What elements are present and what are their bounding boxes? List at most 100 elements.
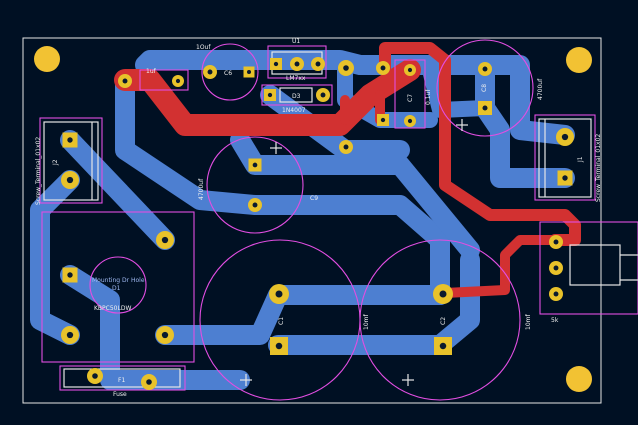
bottom-track <box>475 55 575 188</box>
u1-ref-label: U1 <box>292 38 300 45</box>
mounting-holes <box>34 46 592 392</box>
drill-hole <box>407 67 413 73</box>
j1-silk <box>538 118 592 198</box>
d1-ref-label: D1 <box>112 285 121 292</box>
c5-value-label: 0.1uf <box>425 89 432 105</box>
drill-hole <box>66 176 74 184</box>
drill-hole <box>294 61 300 67</box>
drill-hole <box>439 342 447 350</box>
j2-silk <box>43 121 99 201</box>
c6-value-label: 1uf <box>146 68 157 75</box>
drill-hole <box>343 144 349 150</box>
drill-hole <box>439 290 447 298</box>
c9-outline <box>206 136 304 234</box>
drill-hole <box>161 331 169 339</box>
j1-outline <box>534 114 596 201</box>
c2-ref-label: C2 <box>440 317 447 325</box>
drill-hole <box>320 92 326 98</box>
fab-layer <box>39 39 638 401</box>
d1-note-label: Mounting Dr Hole <box>92 277 145 284</box>
drill-hole <box>175 78 181 84</box>
c9-ref-label: C9 <box>310 195 318 202</box>
j2-value-label: Screw_Terminal_01x02 <box>35 137 42 205</box>
reference-labels: U1 LM7xx D3 1N4007 C6 1Ouf 1uf 0.1uf C7 … <box>35 38 602 398</box>
drill-hole <box>267 92 273 98</box>
drill-hole <box>161 236 169 244</box>
u1-outline <box>267 45 327 79</box>
c8-ref-label: C8 <box>481 84 488 92</box>
bottom-track <box>30 170 80 345</box>
top-track <box>379 42 581 246</box>
drill-hole <box>275 342 283 350</box>
drill-hole <box>122 78 128 84</box>
drill-hole <box>273 61 279 67</box>
drill-hole <box>67 272 73 278</box>
c5-outline <box>139 69 189 91</box>
c7-ref-label: C7 <box>407 94 414 102</box>
f1-ref-label: F1 <box>118 377 125 384</box>
d3-ref-label: D3 <box>292 93 301 100</box>
pot-outline <box>539 221 638 315</box>
drill-hole <box>92 373 98 379</box>
mounting-hole-icon <box>566 47 592 73</box>
c8-outline <box>436 39 534 137</box>
d3-outline <box>261 84 333 106</box>
drill-hole <box>146 379 152 385</box>
d1-mark <box>89 256 147 314</box>
c1-ref-label: C1 <box>278 317 285 325</box>
c9-value-label: 4700uf <box>198 178 205 200</box>
drill-hole <box>67 137 73 143</box>
f1-value-label: Fuse <box>113 391 127 398</box>
d3-value-label: 1N4007 <box>282 107 306 114</box>
d1-outline <box>41 211 195 363</box>
c8-value-label: 4700uf <box>537 78 544 100</box>
f1-silk <box>63 368 181 388</box>
c6-ref-label: C6 <box>224 70 232 77</box>
drill-hole <box>66 331 74 339</box>
drill-hole <box>343 65 349 71</box>
drill-hole <box>252 162 258 168</box>
f1-outline <box>59 365 186 391</box>
luf-value-label: 1Ouf <box>196 44 211 51</box>
pads <box>61 57 574 390</box>
drill-hole <box>207 69 213 75</box>
mounting-hole-icon <box>34 46 60 72</box>
drill-hole <box>553 291 559 297</box>
top-copper-layer <box>114 42 581 298</box>
pot-silk <box>569 244 621 286</box>
c1-value-label: 10mf <box>363 314 370 330</box>
drill-hole <box>315 61 321 67</box>
drill-hole <box>407 118 413 124</box>
j2-outline <box>39 117 103 204</box>
u1-value-label: LM7xx <box>286 75 306 82</box>
d3-silk <box>279 87 313 103</box>
mounting-hole-icon <box>566 366 592 392</box>
bottom-track <box>230 130 480 260</box>
c2-outline <box>359 239 521 401</box>
c2-value-label: 10mf <box>525 314 532 330</box>
board-edge <box>22 37 602 404</box>
top-track <box>114 59 421 136</box>
d1-value-label: KBPC50LDW <box>94 305 131 312</box>
drill-hole <box>553 239 559 245</box>
j1-ref-label: J1 <box>577 156 584 163</box>
pot-value-label: 5k <box>551 317 559 324</box>
top-track <box>440 235 560 298</box>
drill-hole <box>247 70 251 74</box>
c6-outline <box>201 43 259 101</box>
j2-ref-label: J2 <box>52 159 59 166</box>
bottom-track <box>60 130 175 250</box>
drill-hole <box>562 175 568 181</box>
j1-value-label: Screw_Terminal_01x02 <box>595 134 602 202</box>
c7-outline <box>394 59 426 129</box>
drill-hole <box>252 202 258 208</box>
drill-hole <box>380 117 386 123</box>
bottom-track <box>155 285 450 345</box>
drill-hole <box>482 105 488 111</box>
drill-hole <box>380 65 386 71</box>
drill-hole <box>553 265 559 271</box>
drill-hole <box>482 66 488 72</box>
drill-hole <box>275 290 283 298</box>
drill-hole <box>561 133 569 141</box>
